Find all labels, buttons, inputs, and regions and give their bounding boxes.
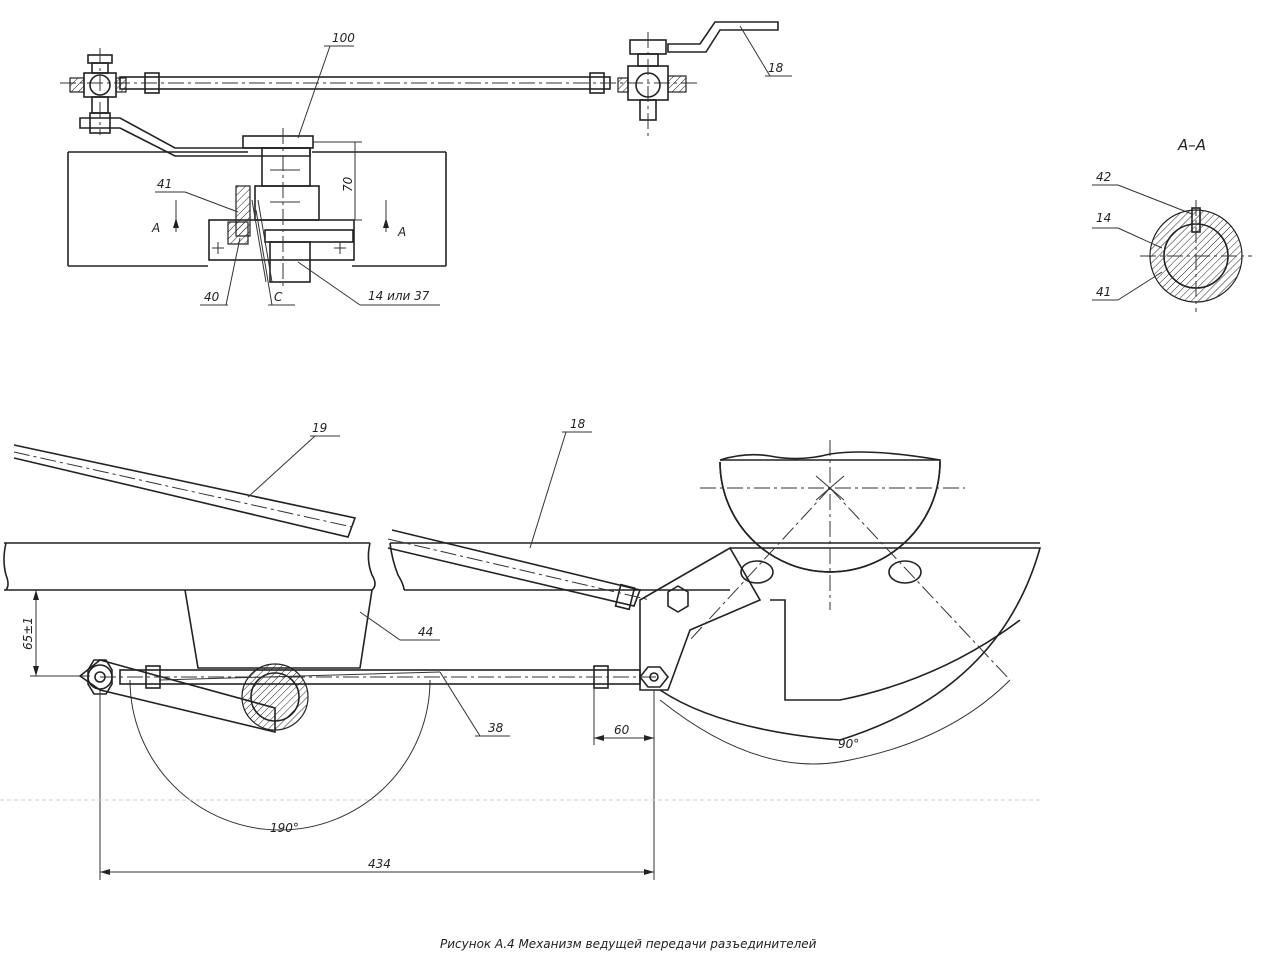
label-60: 60 <box>614 723 630 737</box>
left-crank <box>79 117 311 157</box>
left-lever <box>78 659 276 734</box>
right-ball-joint <box>617 32 687 140</box>
section-a-a: А–А 42 14 41 <box>1092 136 1252 312</box>
label-18-top: 18 <box>768 61 784 75</box>
label-42: 42 <box>1096 170 1111 184</box>
left-ball-joint <box>69 48 127 135</box>
label-190: 190° <box>270 821 299 835</box>
bottom-mechanism-view: 19 44 65±1 190° <box>3 417 1042 880</box>
label-41-section: 41 <box>1096 285 1111 299</box>
arc-90 <box>659 679 1011 765</box>
label-65: 65±1 <box>21 617 35 650</box>
label-c: C <box>274 290 283 304</box>
arc-190 <box>129 679 431 831</box>
label-100: 100 <box>332 31 355 45</box>
figure-caption: Рисунок А.4 Механизм ведущей передачи ра… <box>440 937 817 951</box>
label-41-top: 41 <box>157 177 172 191</box>
support-44 <box>184 589 373 669</box>
section-marker-a-left: A <box>151 221 160 235</box>
top-assembly-view: 18 7 <box>60 21 792 306</box>
label-44: 44 <box>418 625 433 639</box>
section-title: А–А <box>1177 136 1206 154</box>
label-14-or-37: 14 или 37 <box>368 289 430 303</box>
label-18-bottom: 18 <box>570 417 586 431</box>
rod-18-bottom <box>387 529 642 607</box>
label-90: 90° <box>838 737 859 751</box>
label-434: 434 <box>368 857 391 871</box>
rod-19 <box>13 444 357 538</box>
label-38: 38 <box>488 721 504 735</box>
sector-plate <box>659 547 1042 741</box>
section-marker-a-right: A <box>397 225 406 239</box>
shaft-assembly <box>208 128 355 290</box>
label-14-section: 14 <box>1096 211 1111 225</box>
crank-18 <box>667 21 779 53</box>
label-40: 40 <box>204 290 220 304</box>
label-19: 19 <box>312 421 327 435</box>
label-70: 70 <box>341 176 355 192</box>
